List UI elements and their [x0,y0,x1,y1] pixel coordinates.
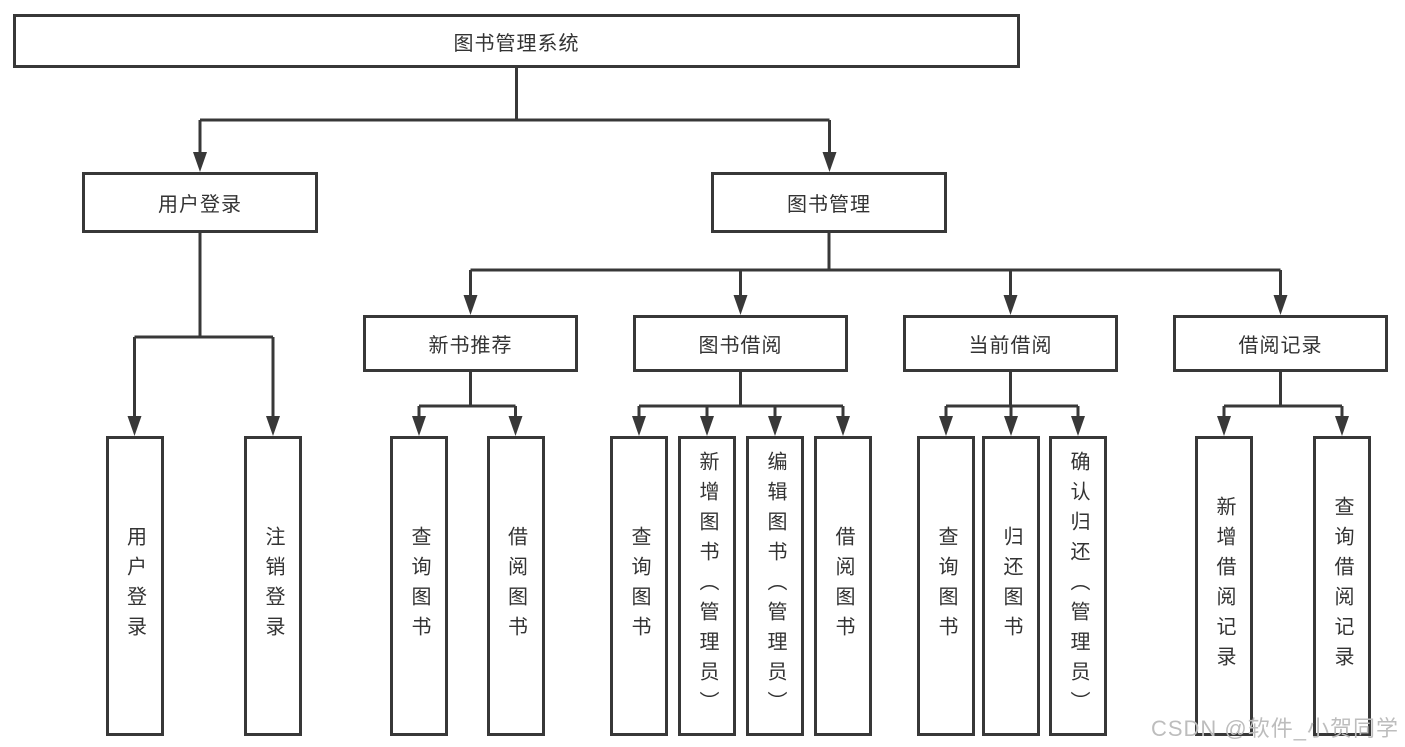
node-new-book-recommend: 新书推荐 [363,315,578,372]
arrowheads [127,152,1349,436]
leaf-bb-edit-book-admin: 编辑图书（管理员） [746,436,804,736]
leaf-label: 注销登录 [262,526,284,646]
leaf-label: 新增图书（管理员） [696,451,718,721]
node-label: 借阅记录 [1238,335,1323,357]
node-label: 图书管理系统 [453,32,580,55]
connector-records-to-leaves [1222,372,1344,416]
leaf-label: 确认归还（管理员） [1067,451,1089,721]
leaf-label: 借阅图书 [504,526,527,646]
leaf-label: 查询图书 [935,526,957,646]
node-label: 图书借阅 [698,335,783,357]
node-user-login: 用户登录 [82,172,318,233]
leaf-bb-query-books: 查询图书 [610,436,668,736]
leaf-cb-confirm-return-admin: 确认归还（管理员） [1049,436,1107,736]
leaf-label: 查询借阅记录 [1331,496,1353,676]
connector-currentborrow-to-leaves [944,372,1080,416]
leaf-bb-add-book-admin: 新增图书（管理员） [678,436,736,736]
leaf-logout-login: 注销登录 [244,436,302,736]
node-label: 图书管理 [787,194,871,216]
watermark: CSDN @软件_小贺同学 [1150,716,1399,741]
leaf-label: 新增借阅记录 [1213,496,1235,676]
leaf-nb-borrow-books: 借阅图书 [486,436,545,736]
connector-newbook-to-leaves [417,372,517,416]
node-borrow-records: 借阅记录 [1173,315,1388,372]
leaf-br-query-record: 查询借阅记录 [1313,436,1371,736]
leaf-label: 查询图书 [408,526,430,646]
leaf-user-login: 用户登录 [105,436,164,736]
connector-root-to-level2 [198,68,831,152]
leaf-bb-borrow-books: 借阅图书 [814,436,872,736]
leaf-label: 查询图书 [628,526,650,646]
leaf-cb-query-books: 查询图书 [917,436,975,736]
leaf-label: 借阅图书 [832,526,854,646]
node-label: 新书推荐 [428,335,513,357]
leaf-label: 归还图书 [1000,526,1022,646]
node-current-borrow: 当前借阅 [903,315,1118,372]
leaf-cb-return-books: 归还图书 [982,436,1040,736]
leaf-nb-query-books: 查询图书 [390,436,448,736]
node-book-borrow: 图书借阅 [633,315,848,372]
connector-bookborrow-to-leaves [637,372,845,416]
node-label: 当前借阅 [968,335,1053,357]
node-book-management-system: 图书管理系统 [13,14,1020,68]
connector-bookmgmt-to-level3 [469,233,1282,295]
leaf-br-add-record: 新增借阅记录 [1195,436,1253,736]
leaf-label: 编辑图书（管理员） [764,451,786,721]
node-book-management: 图书管理 [711,172,947,233]
connector-userlogin-to-leaves [133,233,275,416]
node-label: 用户登录 [158,194,242,216]
leaf-label: 用户登录 [123,526,146,646]
